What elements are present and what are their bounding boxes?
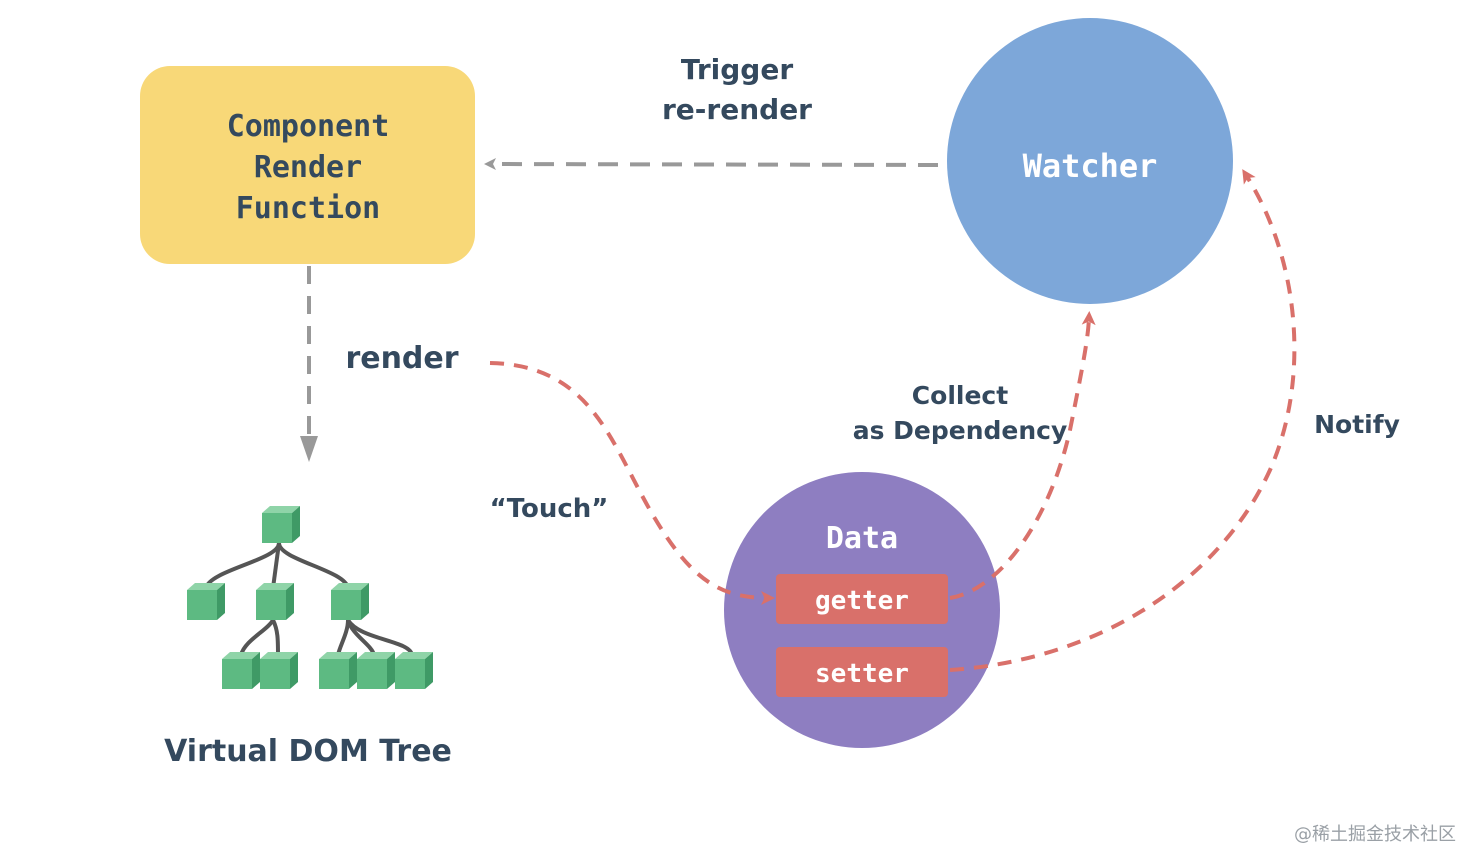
getter-box: getter: [776, 574, 948, 624]
touch-label: “Touch”: [490, 494, 609, 524]
render-arrow-head: [300, 436, 318, 462]
vdom-label: Virtual DOM Tree: [164, 734, 452, 769]
notify-label: Notify: [1314, 410, 1400, 439]
collect-label-line-2: as Dependency: [853, 416, 1068, 445]
watcher-node: Watcher: [947, 18, 1233, 304]
vdom-cube-l2-d: [357, 652, 395, 689]
getter-label: getter: [815, 586, 909, 616]
setter-box: setter: [776, 647, 948, 697]
component-label-line-3: Function: [236, 191, 381, 226]
trigger-label-line-2: re-render: [662, 93, 812, 126]
data-node: Data getter setter: [724, 472, 1000, 748]
watcher-label: Watcher: [1023, 147, 1158, 185]
component-label-line-2: Render: [254, 150, 362, 185]
vdom-cube-l1-a: [187, 583, 225, 620]
notify-arrow: [949, 169, 1297, 672]
trigger-label-line-1: Trigger: [681, 53, 794, 86]
collect-label-line-1: Collect: [912, 381, 1008, 410]
touch-edge: “Touch”: [489, 361, 775, 605]
component-render-function-node: Component Render Function: [140, 66, 475, 264]
notify-edge: Notify: [949, 169, 1400, 672]
data-label: Data: [826, 521, 898, 556]
vdom-cube-l2-c: [319, 652, 357, 689]
vdom-cube-l2-a: [222, 652, 260, 689]
touch-arrow: [489, 361, 775, 605]
vdom-cube-l1-c: [331, 583, 369, 620]
vdom-tree-cubes: [187, 506, 433, 689]
vdom-cube-l1-b: [256, 583, 294, 620]
vdom-tree-branches: [204, 542, 414, 656]
vdom-cube-l2-e: [395, 652, 433, 689]
virtual-dom-tree-node: Virtual DOM Tree: [164, 506, 452, 769]
render-edge: render: [300, 266, 459, 462]
trigger-rerender-edge: Trigger re-render: [484, 53, 939, 171]
vdom-cube-root: [262, 506, 300, 543]
render-label: render: [345, 341, 458, 376]
collect-arrow: [949, 311, 1096, 600]
setter-label: setter: [815, 659, 909, 689]
component-label-line-1: Component: [227, 109, 390, 144]
trigger-arrow: [484, 158, 939, 171]
watermark: @稀土掘金技术社区: [1294, 824, 1456, 845]
collect-dependency-edge: Collect as Dependency: [853, 311, 1096, 600]
vdom-cube-l2-b: [260, 652, 298, 689]
